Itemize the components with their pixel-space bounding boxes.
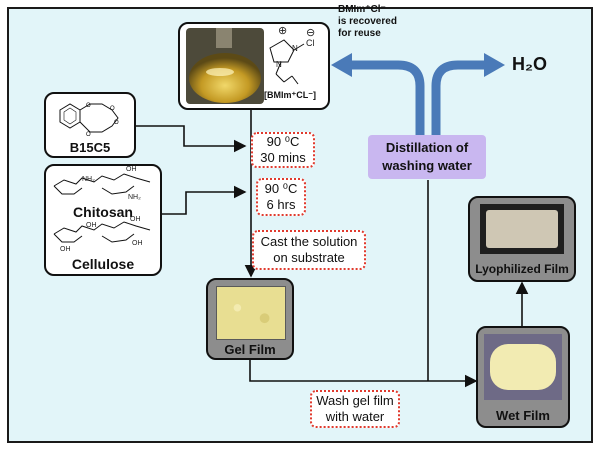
- distillation-pipe: [350, 60, 425, 140]
- b15c5-structure: O O O O: [59, 103, 119, 138]
- step3-line2: on substrate: [273, 250, 345, 265]
- cellulose-group-4: OH: [60, 246, 71, 253]
- chitosan-group-2: OH: [126, 166, 137, 173]
- anion-charge: ⊖: [306, 27, 316, 39]
- wash-arrow: [249, 360, 478, 388]
- svg-text:O: O: [86, 132, 91, 138]
- step3-line1: Cast the solution: [260, 234, 358, 249]
- step2-line2: 6 hrs: [266, 197, 296, 212]
- step-heat-30min: 90 ⁰C 30 mins: [251, 132, 315, 168]
- lyophilized-film-label: Lyophilized Film: [475, 262, 569, 276]
- wet-film-sheet: [490, 344, 556, 390]
- n-plus-atom: N: [292, 44, 298, 53]
- water-arrowhead: [484, 53, 505, 77]
- cation-charge: ⊕: [278, 25, 288, 37]
- chitosan-group-1: NH₂: [82, 176, 95, 183]
- cellulose-group-2: OH: [130, 216, 141, 223]
- svg-text:O: O: [86, 103, 91, 109]
- cellulose-group-1: OH: [86, 222, 97, 229]
- flask-photo: [186, 28, 305, 104]
- lyophilized-film-card: Lyophilized Film: [468, 196, 576, 282]
- step-heat-6hrs: 90 ⁰C 6 hrs: [256, 178, 306, 216]
- cellulose-label: Cellulose: [71, 256, 135, 272]
- flask-card: ⊕ ⊖ Cl N N [BMIm⁺CL⁻]: [178, 22, 330, 110]
- gel-film-photo: [216, 286, 286, 340]
- distillation-line2: washing water: [382, 158, 472, 173]
- step4-line2: with water: [325, 409, 385, 424]
- step-cast-solution: Cast the solution on substrate: [252, 230, 366, 270]
- svg-text:O: O: [110, 106, 115, 112]
- ionic-liquid-label: [BMIm⁺CL⁻]: [264, 90, 316, 100]
- distillation-line1: Distillation of: [385, 140, 469, 155]
- cellulose-group-3: OH: [132, 240, 143, 247]
- anion-label: Cl: [306, 38, 315, 48]
- step2-line1: 90 ⁰C: [264, 181, 298, 196]
- wet-film-label: Wet Film: [496, 408, 550, 423]
- step1-line2: 30 mins: [260, 150, 306, 165]
- polymer-structures: [53, 173, 151, 243]
- step4-line1: Wash gel film: [316, 393, 394, 408]
- recovery-line2: is recovered: [338, 16, 397, 27]
- recovery-line3: for reuse: [338, 28, 381, 39]
- polymer-arrow: [162, 185, 247, 215]
- svg-text:O: O: [114, 120, 119, 126]
- step1-line1: 90 ⁰C: [266, 134, 300, 149]
- water-label: H₂O: [512, 54, 547, 74]
- recovery-note: BMIm⁺Cl⁻ is recovered for reuse: [338, 4, 428, 40]
- b15c5-label: B15C5: [69, 140, 111, 155]
- wet-film-card: Wet Film: [476, 326, 570, 428]
- chitosan-group-3: NH₂: [128, 194, 141, 201]
- distillation-box: Distillation of washing water: [368, 135, 486, 179]
- gel-film-card: Gel Film: [206, 278, 294, 360]
- chitosan-label: Chitosan: [73, 204, 133, 220]
- polymer-card: NH₂ OH NH₂ Chitosan OH OH OH OH Cellulos…: [44, 164, 162, 276]
- b15c5-card: O O O O B15C5: [44, 92, 136, 158]
- lyophilized-film-sheet: [486, 210, 558, 248]
- recycle-arrowhead: [331, 53, 352, 77]
- step-wash: Wash gel film with water: [310, 390, 400, 428]
- gel-film-label: Gel Film: [224, 342, 276, 357]
- recovery-line1: BMIm⁺Cl⁻: [338, 4, 386, 15]
- b15c5-arrow: [136, 125, 247, 153]
- n-atom: N: [276, 60, 282, 69]
